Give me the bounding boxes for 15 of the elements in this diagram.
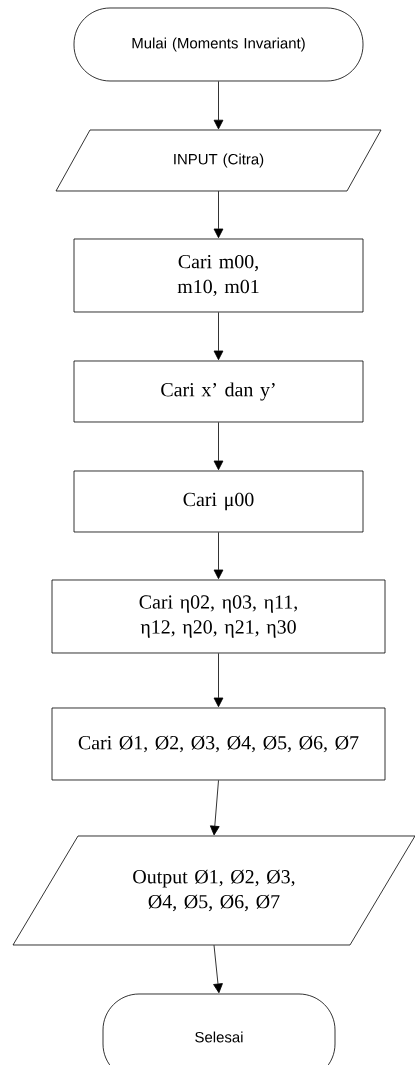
arrow [213, 422, 224, 471]
process-box: Cari μ00 [73, 470, 364, 533]
process-box: Cari Ø1, Ø2, Ø3, Ø4, Ø5, Ø6, Ø7 [51, 707, 386, 781]
process-box: Cari x’ dan y’ [73, 360, 364, 423]
arrow [213, 653, 224, 708]
process-box: Cari η02, η03, η11, η12, η20, η21, η30 [51, 579, 386, 654]
arrow [213, 532, 224, 580]
arrow [209, 780, 220, 836]
arrow [213, 81, 224, 130]
process-box: Cari m00, m10, m01 [73, 238, 364, 313]
input-output-parallelogram: Output Ø1, Ø2, Ø3, Ø4, Ø5, Ø6, Ø7 [12, 835, 415, 946]
arrow [213, 312, 224, 361]
input-output-parallelogram: INPUT (Citra) [55, 129, 382, 192]
arrow [213, 190, 224, 239]
arrow [213, 944, 223, 994]
